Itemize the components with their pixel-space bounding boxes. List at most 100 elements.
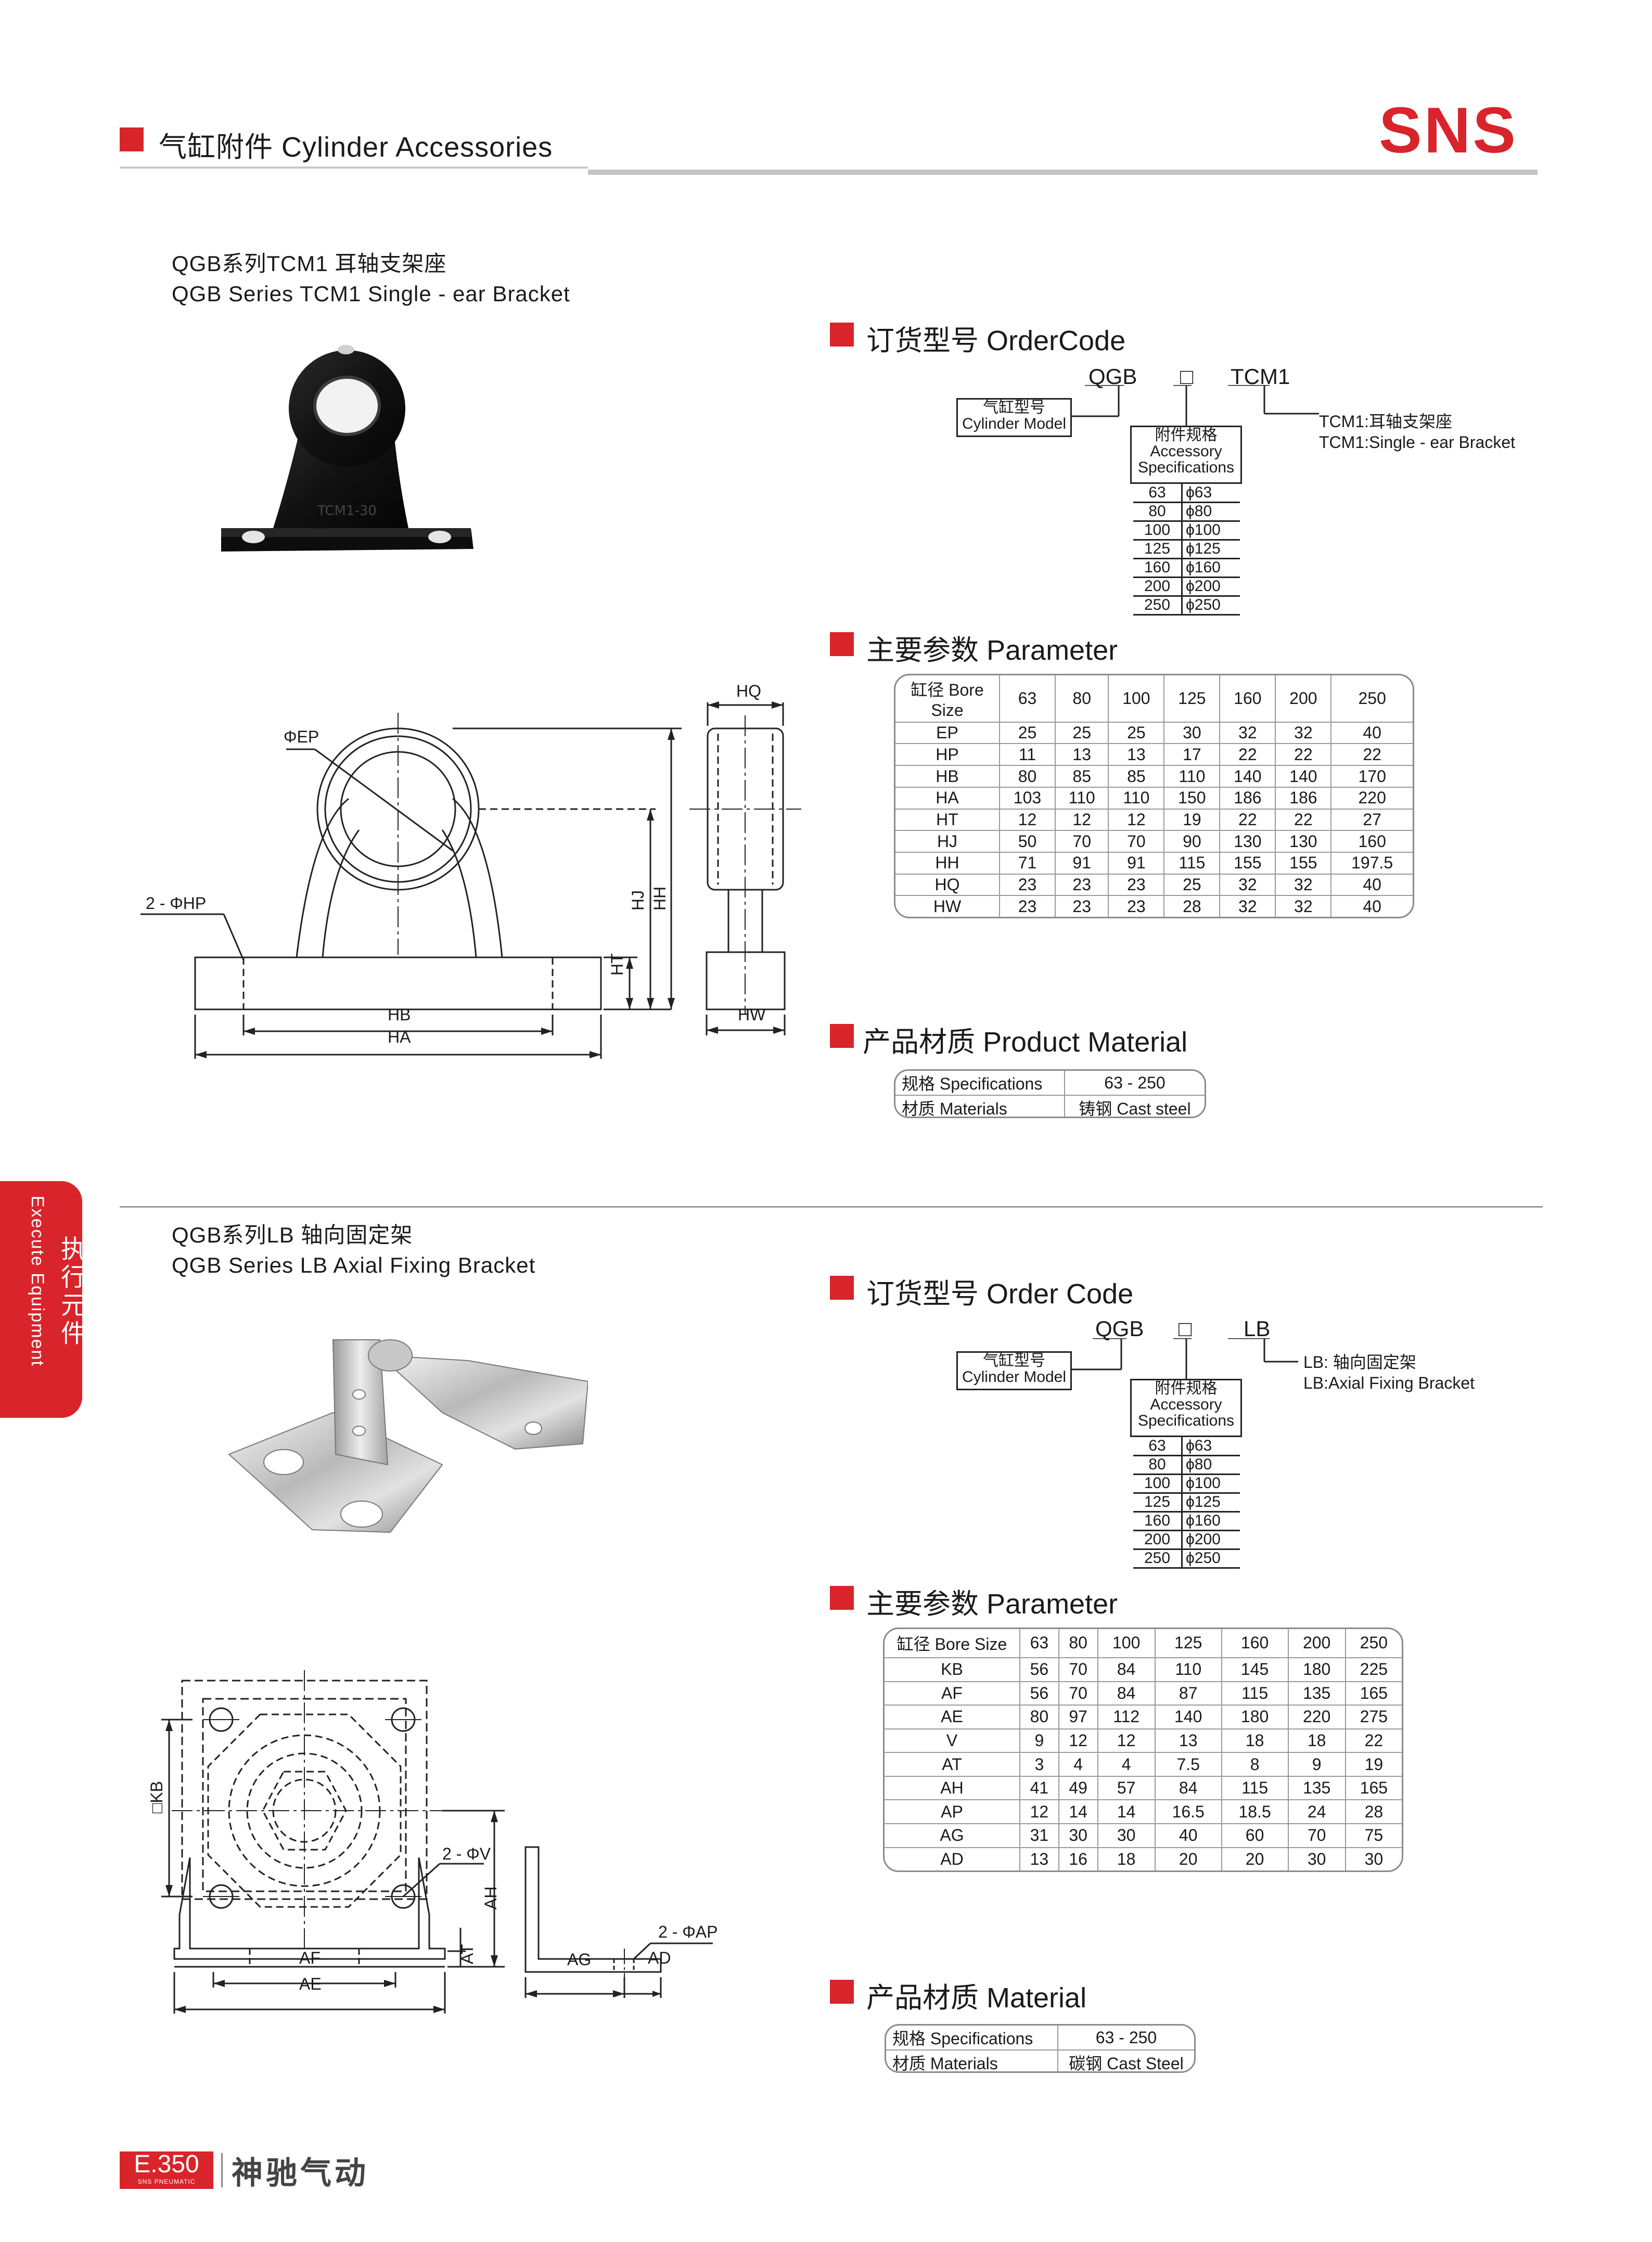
- table-cell: 41: [1019, 1775, 1059, 1801]
- table-cell: 23: [1054, 873, 1109, 896]
- table-cell: 170: [1330, 765, 1413, 788]
- table-cell: 84: [1097, 1657, 1156, 1682]
- page-number-badge: E.350 SNS PNEUMATIC: [120, 2151, 213, 2189]
- footer-brand: 神驰气动: [232, 2156, 369, 2190]
- table-cell: 91: [1108, 851, 1165, 875]
- table-header-cell: 100: [1097, 1629, 1156, 1658]
- table-cell: AT: [885, 1752, 1020, 1777]
- table-cell: 40: [1330, 721, 1413, 745]
- table-cell: 31: [1019, 1823, 1059, 1848]
- table-cell: 32: [1219, 873, 1276, 896]
- table-cell: 225: [1344, 1657, 1402, 1682]
- table-header-cell: 200: [1275, 675, 1332, 723]
- lb-oc-spec-en1: Accessory: [1150, 1396, 1222, 1413]
- tcm1-parameter-heading: 主要参数 Parameter: [866, 635, 1118, 666]
- tcm1-product-photo: TCM1-30: [221, 345, 473, 552]
- dim-label-ht: HT: [608, 953, 626, 976]
- table-cell: 9: [1019, 1728, 1059, 1753]
- table-cell: 112: [1097, 1705, 1156, 1729]
- tcm1-oc-spec-box: 附件规格 Accessory Specifications: [1130, 426, 1242, 484]
- table-cell: 碳钢 Cast Steel: [1057, 2049, 1194, 2071]
- table-header-cell: 缸径 Bore Size: [885, 1629, 1020, 1658]
- table-cell: 16.5: [1154, 1799, 1222, 1824]
- table-cell: 110: [1108, 786, 1165, 810]
- table-cell: 140: [1154, 1705, 1222, 1729]
- dim-label-ah: AH: [481, 1886, 500, 1910]
- lb-parameter-heading: 主要参数 Parameter: [866, 1588, 1118, 1620]
- table-cell: 32: [1275, 873, 1332, 896]
- lb-oc-suffix: LB: [1244, 1316, 1271, 1341]
- table-cell: HH: [895, 851, 1000, 875]
- lb-ordercode-marker: [830, 1276, 854, 1300]
- table-cell: 50: [999, 830, 1056, 853]
- table-cell: 85: [1054, 765, 1109, 788]
- table-cell: 91: [1054, 851, 1109, 875]
- brand-logo: SNS: [1379, 95, 1518, 166]
- lb-oc-spec-box: 附件规格 Accessory Specifications: [1130, 1379, 1242, 1437]
- tcm1-oc-model-en: Cylinder Model: [962, 415, 1067, 432]
- table-cell: HB: [895, 765, 1000, 788]
- table-cell: 14: [1097, 1799, 1156, 1824]
- spec-code: 63: [1133, 1437, 1183, 1455]
- table-cell: 32: [1275, 721, 1332, 745]
- spec-dia: ϕ63: [1186, 484, 1212, 501]
- table-header-cell: 缸径 Bore Size: [895, 675, 1000, 723]
- table-cell: 75: [1344, 1823, 1402, 1848]
- dim-label-ap: 2 - ΦAP: [658, 1923, 718, 1941]
- lb-title-zh: QGB系列LB 轴向固定架: [172, 1223, 413, 1247]
- header-rule-thin: [120, 166, 588, 169]
- table-header-cell: 63: [1019, 1629, 1059, 1658]
- table-cell: 84: [1154, 1775, 1222, 1801]
- table-cell: 25: [1163, 873, 1221, 896]
- lb-oc-leaders: [1072, 1338, 1298, 1380]
- tcm1-parameter-marker: [830, 632, 854, 656]
- spec-code: 200: [1133, 1531, 1183, 1548]
- table-cell: 23: [999, 895, 1056, 917]
- table-cell: 25: [1054, 721, 1109, 745]
- table-cell: 24: [1287, 1799, 1346, 1824]
- tcm1-oc-spec-en2: Specifications: [1137, 459, 1235, 476]
- table-cell: 87: [1154, 1681, 1222, 1706]
- table-cell: 12: [1108, 808, 1165, 831]
- table-cell: KB: [885, 1657, 1020, 1682]
- table-cell: 13: [1154, 1728, 1222, 1753]
- table-header-cell: 100: [1108, 675, 1165, 723]
- lb-parameter-table: 缸径 Bore Size 63 80 100 125 160 200 250 K…: [883, 1628, 1403, 1872]
- table-cell: HJ: [895, 830, 1000, 853]
- table-cell: 85: [1108, 765, 1165, 788]
- spec-dia: ϕ80: [1186, 503, 1212, 520]
- table-cell: 70: [1287, 1823, 1346, 1848]
- dim-label-ae: AE: [299, 1975, 322, 1993]
- table-cell: 铸钢 Cast steel: [1064, 1095, 1205, 1117]
- table-cell: 32: [1219, 895, 1276, 917]
- tcm1-oc-suffix-desc-en: TCM1:Single - ear Bracket: [1319, 433, 1516, 452]
- lb-product-photo: [228, 1339, 588, 1533]
- spec-code: 100: [1133, 1475, 1183, 1492]
- table-header-cell: 125: [1154, 1629, 1222, 1658]
- table-cell: 20: [1221, 1847, 1289, 1871]
- lb-oc-model-box: 气缸型号 Cylinder Model: [956, 1351, 1072, 1390]
- spec-code: 100: [1133, 521, 1183, 539]
- table-cell: 7.5: [1154, 1752, 1222, 1777]
- spec-code: 125: [1133, 540, 1183, 558]
- spec-dia: ϕ160: [1186, 559, 1221, 576]
- spec-dia: ϕ200: [1186, 1531, 1221, 1548]
- spec-code: 250: [1133, 596, 1183, 614]
- footer-divider: [221, 2153, 223, 2187]
- tcm1-oc-suffix-desc-zh: TCM1:耳轴支架座: [1319, 412, 1453, 431]
- table-cell: 110: [1163, 765, 1221, 788]
- lb-oc-prefix: QGB: [1095, 1316, 1144, 1341]
- table-cell: 70: [1058, 1681, 1098, 1706]
- table-cell: 4: [1058, 1752, 1098, 1777]
- lb-oc-placeholder: □: [1179, 1316, 1192, 1341]
- table-cell: 90: [1163, 830, 1221, 853]
- table-cell: 70: [1108, 830, 1165, 853]
